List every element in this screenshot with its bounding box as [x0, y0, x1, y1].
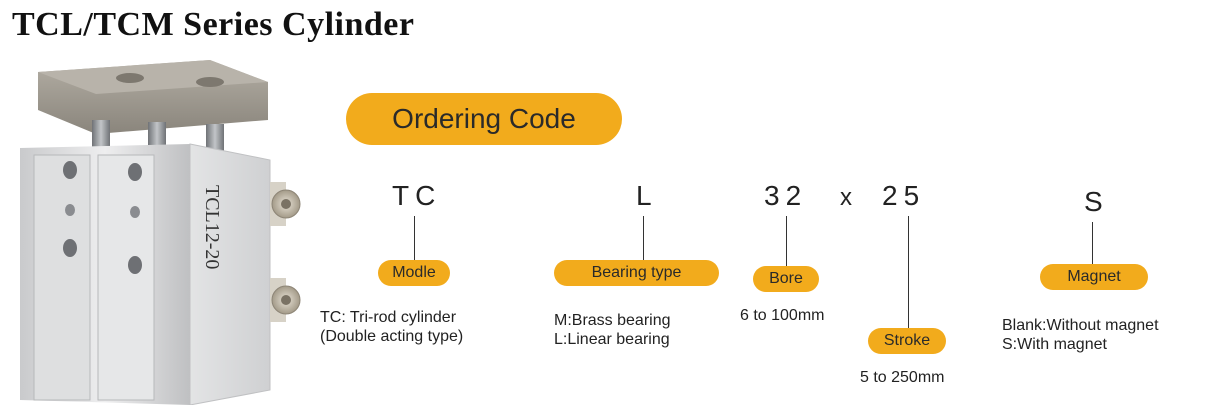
- desc-line: 6 to 100mm: [740, 307, 825, 324]
- connector-line: [908, 216, 909, 328]
- connector-line: [786, 216, 787, 266]
- desc-model: TC: Tri-rod cylinder (Double acting type…: [320, 308, 463, 346]
- code-separator: x: [840, 184, 858, 211]
- desc-bearing: M:Brass bearing L:Linear bearing: [554, 311, 671, 349]
- code-bearing: L: [636, 180, 658, 211]
- desc-line: M:Brass bearing: [554, 312, 671, 329]
- label-model: Modle: [378, 260, 450, 286]
- desc-line: L:Linear bearing: [554, 331, 670, 348]
- desc-line: TC: Tri-rod cylinder: [320, 309, 457, 326]
- label-stroke: Stroke: [868, 328, 946, 354]
- desc-line: S:With magnet: [1002, 336, 1107, 353]
- desc-line: Blank:Without magnet: [1002, 317, 1159, 334]
- desc-line: 5 to 250mm: [860, 369, 945, 386]
- connector-line: [1092, 222, 1093, 264]
- cylinder-photo: TCL12-20: [20, 60, 301, 405]
- code-magnet: S: [1084, 186, 1109, 217]
- label-magnet: Magnet: [1040, 264, 1148, 290]
- cylinder-label: TCL12-20: [201, 185, 223, 269]
- connector-line: [643, 216, 644, 260]
- code-stroke: 25: [882, 180, 926, 211]
- desc-bore: 6 to 100mm: [740, 306, 824, 325]
- cylinder-body: [20, 143, 271, 405]
- top-plate: [38, 60, 268, 134]
- connector-line: [414, 216, 415, 260]
- code-model: TC: [392, 180, 442, 211]
- desc-line: (Double acting type): [320, 328, 464, 345]
- label-bore: Bore: [753, 266, 819, 292]
- ordering-code-badge: Ordering Code: [346, 93, 622, 145]
- desc-stroke: 5 to 250mm: [860, 368, 944, 387]
- desc-magnet: Blank:Without magnet S:With magnet: [1002, 316, 1159, 354]
- page-title: TCL/TCM Series Cylinder: [12, 6, 415, 43]
- label-bearing: Bearing type: [554, 260, 719, 286]
- port-screws: [270, 182, 301, 322]
- code-bore: 32: [764, 180, 808, 211]
